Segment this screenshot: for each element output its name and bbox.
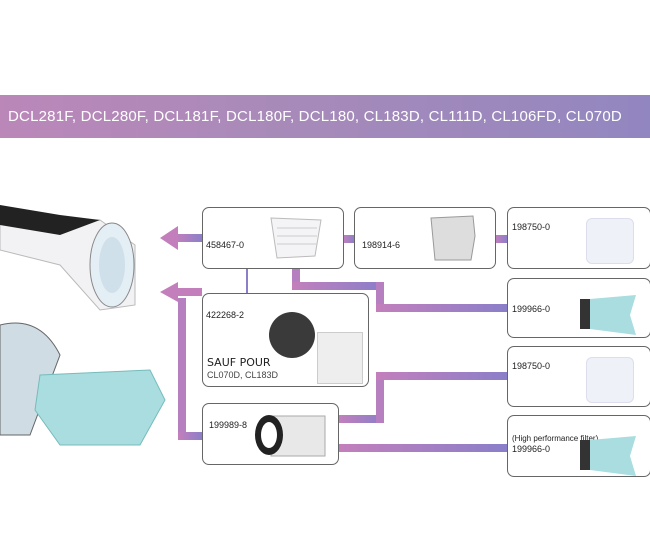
part-label: (High performance filter) xyxy=(512,434,599,443)
part-box-422268-2[interactable]: 422268-2 SAUF POUR CL070D, CL183D xyxy=(202,293,369,387)
part-code: 198750-0 xyxy=(512,222,551,232)
model-banner: DCL281F, DCL280F, DCL181F, DCL180F, DCL1… xyxy=(0,95,650,138)
connector xyxy=(338,444,508,452)
connector xyxy=(376,304,508,312)
prefilter-image xyxy=(430,215,476,261)
connector xyxy=(292,268,300,290)
connector xyxy=(495,235,508,243)
part-box-199966-0-hpf[interactable]: (High performance filter) 199966-0 xyxy=(507,415,650,477)
filter-assembly-image xyxy=(317,332,363,384)
connector xyxy=(343,235,355,243)
part-code: 198914-6 xyxy=(362,240,401,250)
filter-bag-image xyxy=(580,295,636,335)
connector xyxy=(376,372,384,423)
part-code: 422268-2 xyxy=(206,310,245,320)
part-code: 199989-8 xyxy=(209,420,248,430)
part-box-458467-0[interactable]: 458467-0 xyxy=(202,207,344,269)
model-list: DCL281F, DCL280F, DCL181F, DCL180F, DCL1… xyxy=(8,108,622,125)
arrow-up-left-icon xyxy=(160,282,202,302)
part-box-198750-0-b[interactable]: 198750-0 xyxy=(507,346,650,407)
connector xyxy=(338,415,383,423)
hepa-filter-image xyxy=(255,415,326,457)
part-code: 199966-0 xyxy=(512,304,551,314)
sponge-filter-image xyxy=(269,312,315,358)
exception-models: CL070D, CL183D xyxy=(207,370,279,380)
connector xyxy=(178,298,186,440)
connector xyxy=(292,282,382,290)
part-box-199966-0[interactable]: 199966-0 xyxy=(507,278,650,338)
part-code: 458467-0 xyxy=(206,240,245,250)
part-box-199989-8[interactable]: 199989-8 xyxy=(202,403,339,465)
arrow-left-icon xyxy=(160,226,178,250)
part-box-198914-6[interactable]: 198914-6 xyxy=(354,207,496,269)
connector xyxy=(376,372,508,380)
vacuum-illustration xyxy=(0,205,166,446)
connector xyxy=(178,432,203,440)
filter-image xyxy=(586,218,634,264)
exception-title: SAUF POUR xyxy=(207,356,271,369)
filter-cage-image xyxy=(270,217,322,259)
connector xyxy=(376,282,384,310)
part-code: 198750-0 xyxy=(512,361,551,371)
filter-bag-image xyxy=(580,436,636,476)
part-code: 199966-0 xyxy=(512,444,551,454)
part-box-198750-0[interactable]: 198750-0 xyxy=(507,207,650,269)
filter-image xyxy=(586,357,634,403)
connector xyxy=(175,234,203,242)
